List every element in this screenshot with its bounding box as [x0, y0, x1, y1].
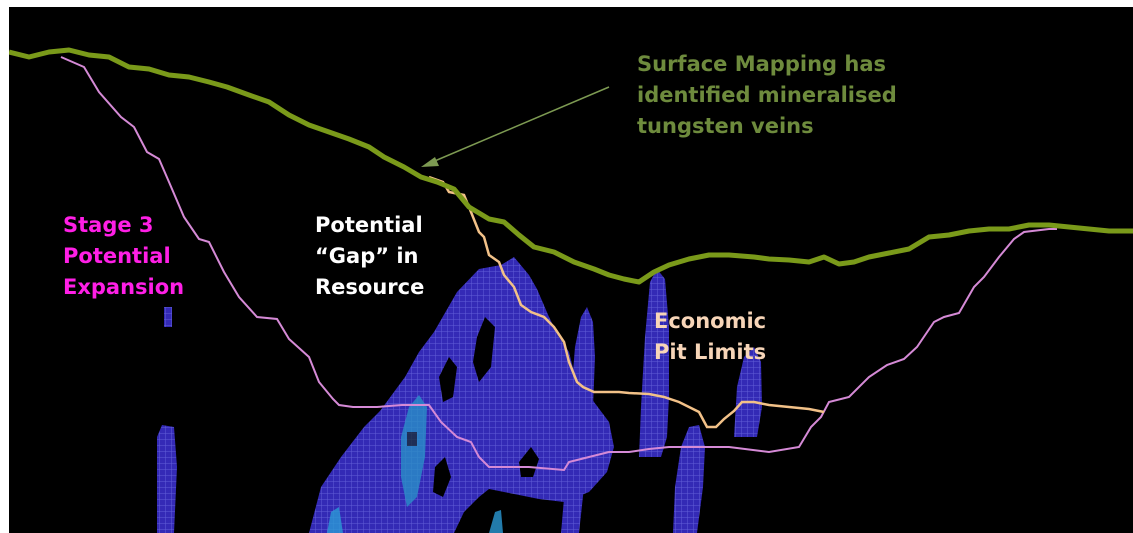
block-model-voids	[433, 317, 539, 497]
economic-line-1: Economic	[654, 309, 767, 333]
topographic-surface-line	[9, 47, 1133, 285]
stage3-line-1: Stage 3	[63, 213, 154, 237]
stage3-line-2: Potential	[63, 244, 171, 268]
resource-block-model	[157, 257, 762, 533]
gap-line-1: Potential	[315, 213, 423, 237]
block-model-left-speck	[164, 307, 172, 327]
economic-line-2: Pit Limits	[654, 340, 767, 364]
gap-line-3: Resource	[315, 275, 425, 299]
cross-section-canvas	[9, 47, 1133, 533]
cross-section-diagram: Surface Mapping has identified mineralis…	[9, 7, 1133, 533]
block-model-right-pod-3	[673, 425, 705, 533]
stage3-expansion-label: Stage 3 Potential Expansion	[63, 210, 184, 303]
stage3-line-3: Expansion	[63, 275, 185, 299]
block-model-right-pod-1	[561, 307, 595, 533]
surface-mapping-arrow	[421, 86, 610, 167]
block-model-right-pod-2	[639, 269, 669, 457]
surface-mapping-line-2: identified mineralised	[637, 83, 897, 107]
resource-gap-label: Potential “Gap” in Resource	[315, 210, 424, 303]
economic-pit-outline	[428, 175, 825, 429]
block-model-left-lobe	[309, 399, 409, 533]
surface-mapping-line-3: tungsten veins	[637, 114, 814, 138]
stage3-pit-outline	[60, 56, 1057, 472]
gap-line-2: “Gap” in	[315, 244, 419, 268]
high-grade-core	[327, 395, 503, 533]
surface-mapping-label: Surface Mapping has identified mineralis…	[637, 49, 897, 142]
economic-pit-limits-label: Economic Pit Limits	[654, 306, 766, 368]
block-model-left-column	[157, 425, 177, 533]
surface-mapping-line-1: Surface Mapping has	[637, 52, 886, 76]
block-model-right-pod-4	[734, 347, 762, 437]
